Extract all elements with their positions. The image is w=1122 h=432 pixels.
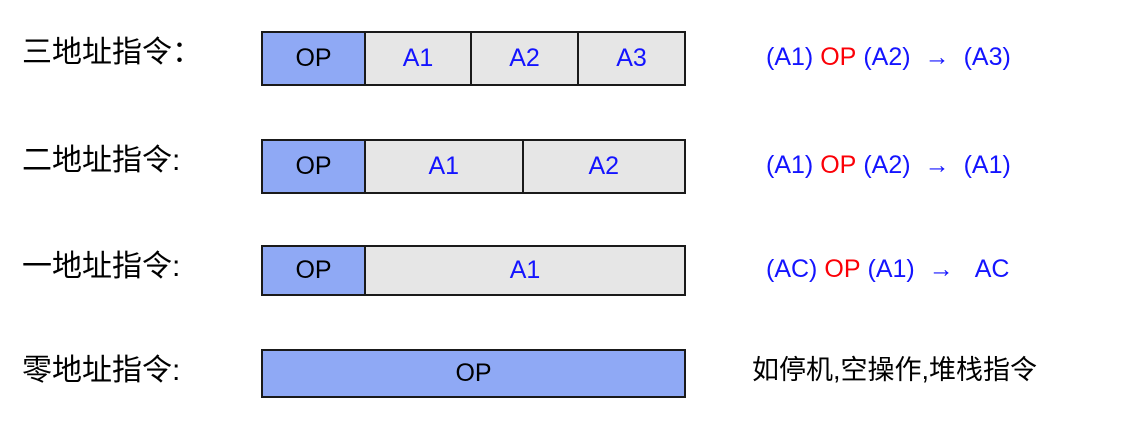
field-address-1: A1 xyxy=(364,33,471,84)
expression-result: (A1) xyxy=(963,151,1011,179)
row-label-one-address: 一地址指令: xyxy=(22,250,181,283)
field-address-1: A1 xyxy=(364,141,522,192)
field-address-3: A3 xyxy=(577,33,684,84)
arrow-icon: → xyxy=(924,151,950,179)
instruction-bar-two-address: OP A1 A2 xyxy=(261,139,686,194)
instruction-bar-zero-address: OP xyxy=(261,349,686,398)
arrow-icon: → xyxy=(924,43,950,71)
expression-operand-2: (A2) xyxy=(863,151,911,179)
expression-three-address: (A1)OP(A2) → (A3) xyxy=(766,45,1011,70)
expression-one-address: (AC)OP(A1) → AC xyxy=(766,257,1009,282)
expression-operand-1: (A1) xyxy=(766,43,814,71)
field-opcode: OP xyxy=(263,141,365,192)
field-address-2: A2 xyxy=(470,33,578,84)
field-address-2: A2 xyxy=(521,141,684,192)
note-zero-address: 如停机,空操作,堆栈指令 xyxy=(752,355,1038,385)
expression-operator: OP xyxy=(824,255,861,283)
expression-operator: OP xyxy=(820,151,857,179)
expression-operand-2: (A2) xyxy=(863,43,911,71)
instruction-bar-three-address: OP A1 A2 A3 xyxy=(261,31,686,86)
field-opcode: OP xyxy=(263,247,365,294)
arrow-icon: → xyxy=(928,255,954,283)
field-opcode: OP xyxy=(263,33,365,84)
expression-operand-1: (AC) xyxy=(766,255,818,283)
instruction-bar-one-address: OP A1 xyxy=(261,245,686,296)
expression-operand-2: (A1) xyxy=(867,255,915,283)
row-label-three-address: 三地址指令： xyxy=(22,36,202,69)
expression-result: AC xyxy=(974,255,1010,283)
expression-operator: OP xyxy=(820,43,857,71)
row-label-zero-address: 零地址指令: xyxy=(22,354,181,387)
field-address-1: A1 xyxy=(364,247,684,294)
expression-two-address: (A1)OP(A2)→(A1) xyxy=(766,153,1011,178)
row-label-two-address: 二地址指令: xyxy=(22,144,181,177)
expression-operand-1: (A1) xyxy=(766,151,814,179)
expression-result: (A3) xyxy=(963,43,1011,71)
field-opcode: OP xyxy=(263,351,684,396)
